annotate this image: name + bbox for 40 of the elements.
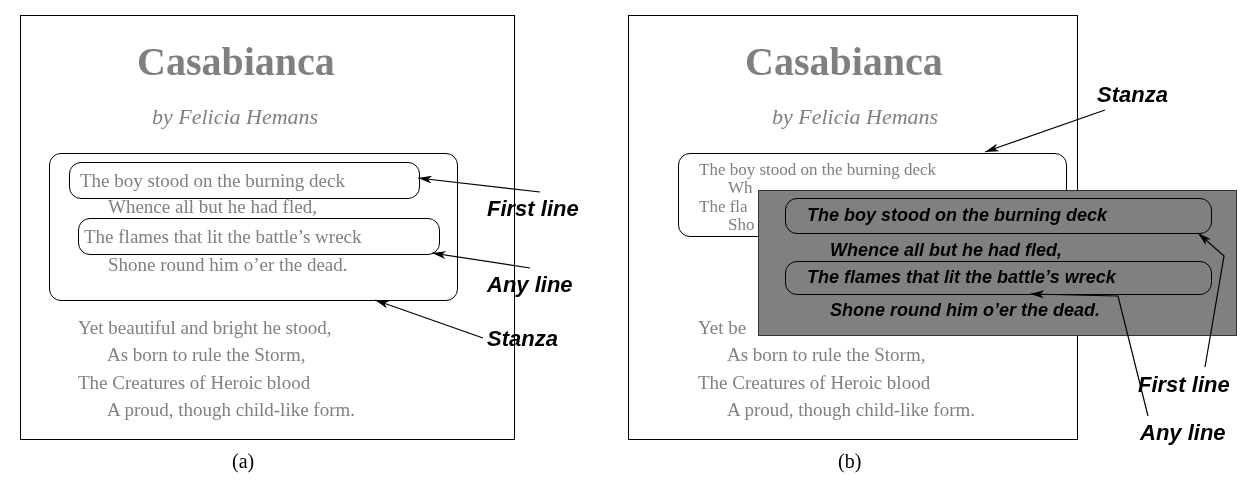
poem-line: The boy stood on the burning deck	[807, 205, 1107, 226]
poem-line: Yet be	[698, 317, 747, 339]
poem-title: Casabianca	[137, 39, 335, 85]
poem-line: The fla	[699, 197, 748, 217]
poem-line: The flames that lit the battle’s wreck	[807, 267, 1116, 288]
arrow	[1197, 232, 1225, 368]
panel-caption: (a)	[232, 450, 255, 473]
poem-line: Whence all but he had fled,	[830, 240, 1063, 261]
poem-line: Shone round him o’er the dead.	[830, 300, 1101, 321]
poem-line: Yet beautiful and bright he stood,	[78, 317, 332, 339]
callout-label: Stanza	[1097, 82, 1168, 108]
poem-line: The flames that lit the battle’s wreck	[84, 226, 362, 248]
panel-caption: (b)	[838, 450, 862, 473]
arrow	[984, 109, 1106, 153]
poem-line: The Creatures of Heroic blood	[78, 372, 311, 394]
line-outline	[78, 218, 440, 255]
stanza-outline	[49, 153, 458, 301]
poem-line: As born to rule the Storm,	[727, 344, 926, 366]
callout-label: Any line	[1140, 420, 1226, 446]
poem-line: Shone round him o’er the dead.	[108, 254, 348, 276]
poem-line: Whence all but he had fled,	[108, 196, 317, 218]
poem-line: The Creatures of Heroic blood	[698, 372, 931, 394]
arrow	[417, 175, 541, 193]
poem-author: by Felicia Hemans	[152, 104, 319, 130]
line-outline	[785, 198, 1212, 234]
poem-line: A proud, though child-like form.	[107, 399, 356, 421]
overlay-panel	[758, 190, 1237, 336]
poem-line: Sho	[728, 215, 755, 235]
arrow	[374, 299, 484, 339]
poem-line: The boy stood on the burning deck	[699, 160, 936, 180]
poem-line: Wh	[728, 178, 753, 198]
arrow	[1029, 290, 1149, 417]
poem-author: by Felicia Hemans	[772, 104, 939, 130]
poem-line: The boy stood on the burning deck	[80, 170, 345, 192]
poem-line: As born to rule the Storm,	[107, 344, 306, 366]
line-outline	[69, 162, 420, 199]
poem-line: A proud, though child-like form.	[727, 399, 976, 421]
poem-title: Casabianca	[745, 39, 943, 85]
line-outline	[785, 261, 1212, 295]
arrow	[431, 251, 531, 269]
